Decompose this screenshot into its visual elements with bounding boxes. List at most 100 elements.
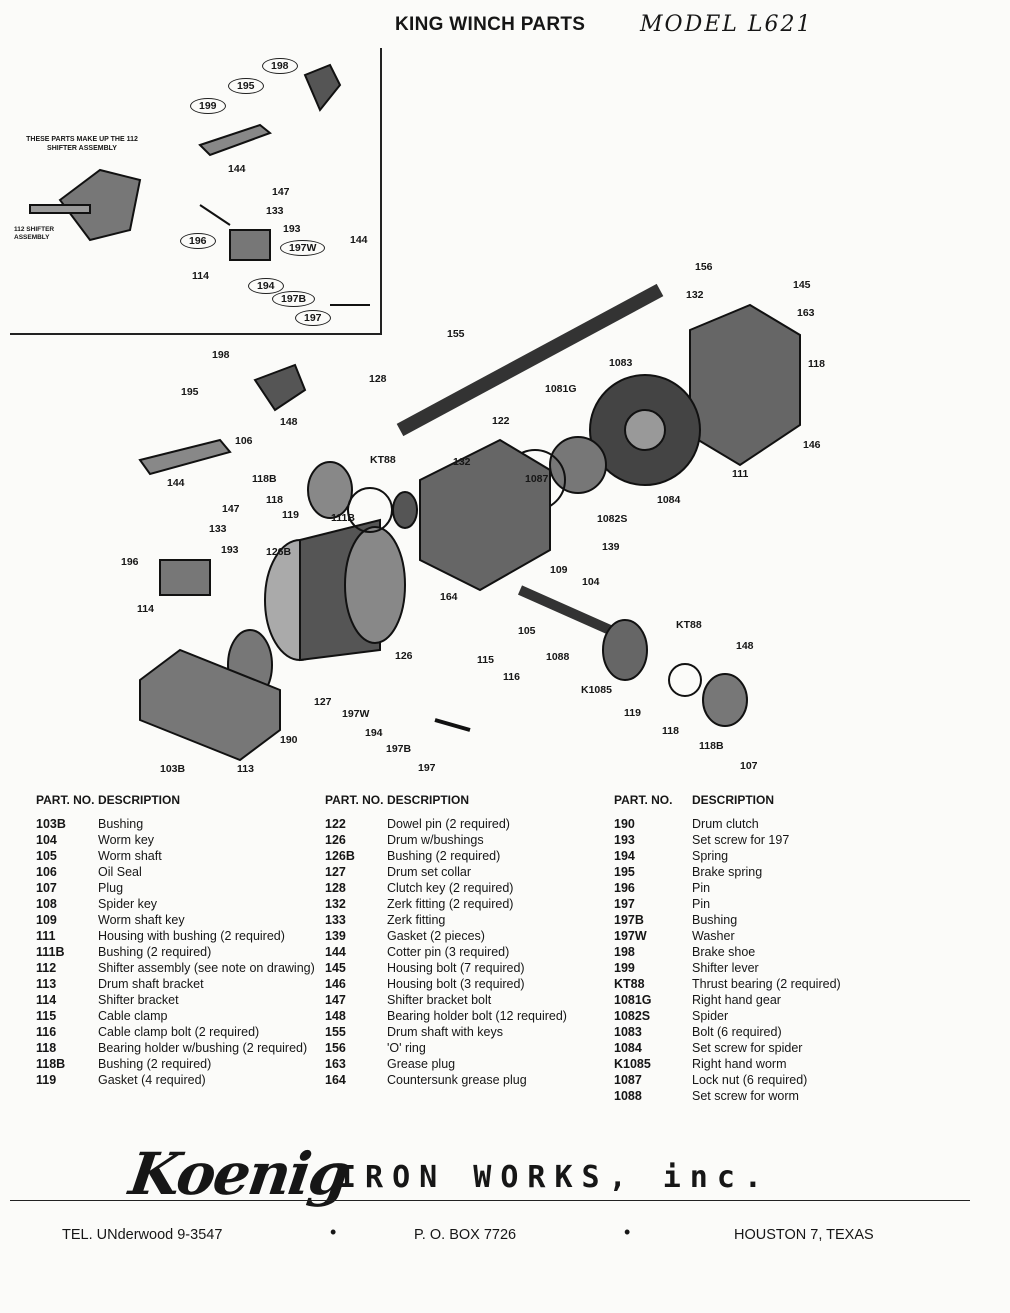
callout-label: 105 [518,625,536,637]
part-number: 118 [36,1041,57,1055]
footer-phone: TEL. UNderwood 9-3547 [62,1227,223,1243]
callout-label: 126 [395,650,413,662]
callout-label: 155 [447,328,465,340]
part-number: 197W [614,929,647,943]
part-number: 197B [614,913,644,927]
part-number: 193 [614,833,635,847]
callout-label: 111B [331,512,355,524]
part-description: Shifter bracket [98,993,179,1007]
inset-assembly-label: 112 SHIFTER ASSEMBLY [14,226,55,241]
callout-label: 1082S [597,513,628,525]
part-description: Zerk fitting [387,913,446,927]
part-number: 139 [325,929,346,943]
part-number: 1083 [614,1025,642,1039]
page-title: KING WINCH PARTS [395,14,586,35]
part-number: 115 [36,1009,57,1023]
part-number: 164 [325,1073,346,1087]
callout-label: 144 [228,163,246,175]
callout-label: 197W [342,708,370,720]
callout-label: 147 [272,186,290,198]
part-description: Bearing holder w/bushing (2 required) [98,1041,308,1055]
part-description: Lock nut (6 required) [692,1073,808,1087]
part-number: 118B [36,1057,66,1071]
callout-label: 193 [221,544,239,556]
callout-label: 194 [248,278,284,294]
part-number: 198 [614,945,635,959]
callout-label: 195 [181,386,199,398]
callout-label: 190 [280,734,298,746]
koenig-logo: Koenig [125,1140,353,1208]
part-description: Drum w/bushings [387,833,484,847]
callout-label: 1083 [609,357,633,369]
part-description: Pin [692,897,711,911]
part-description: Bushing (2 required) [387,849,501,863]
callout-label: KT88 [676,619,702,631]
callout-label: 128 [369,373,387,385]
part-description: Grease plug [387,1057,456,1071]
bullet-dot: • [624,1222,631,1242]
part-number: 122 [325,817,346,831]
part-number: 146 [325,977,346,991]
description-header: DESCRIPTION [98,793,181,807]
part-description: Brake spring [692,865,763,879]
parts-row: 122 Dowel pin (2 required) [325,816,605,832]
footer-city: HOUSTON 7, TEXAS [734,1227,874,1243]
callout-label: 196 [121,556,139,568]
part-number: 1088 [614,1089,642,1103]
parts-row: 115 Cable clamp [36,1008,316,1024]
callout-label: 116 [503,671,520,683]
callout-label: 156 [695,261,713,273]
callout-label: 198 [262,58,298,74]
part-number: 112 [36,961,57,975]
part-number: 113 [36,977,57,991]
callout-label: 146 [803,439,821,451]
part-description: Spring [692,849,729,863]
part-number: 109 [36,913,57,927]
part-number: 194 [614,849,635,863]
parts-table-header: PART. NO.DESCRIPTION [614,793,864,807]
part-description: Dowel pin (2 required) [387,817,510,831]
exploded-parts-drawing [29,63,801,762]
part-description: 'O' ring [387,1041,426,1055]
part-number: 119 [36,1073,57,1087]
part-number: 105 [36,849,57,863]
part-description: Housing bolt (7 required) [387,961,525,975]
callout-label: 122 [492,415,510,427]
callout-label: 194 [365,727,383,739]
part-description: Set screw for worm [692,1089,799,1103]
callout-label: 132 [453,456,471,468]
callout-label: 118 [662,725,679,737]
part-description: Right hand gear [692,993,781,1007]
callout-label: 1084 [657,494,681,506]
callout-label: 104 [582,576,600,588]
part-number: 114 [36,993,57,1007]
callout-label: 199 [190,98,226,114]
part-description: Bushing [98,817,144,831]
part-description: Cable clamp [98,1009,168,1023]
part-description: Cotter pin (3 required) [387,945,510,959]
callout-label: 132 [686,289,704,301]
callout-label: 106 [235,435,253,447]
part-description: Plug [98,881,124,895]
part-description: Bushing [692,913,738,927]
parts-row: 197B Bushing [614,912,864,928]
